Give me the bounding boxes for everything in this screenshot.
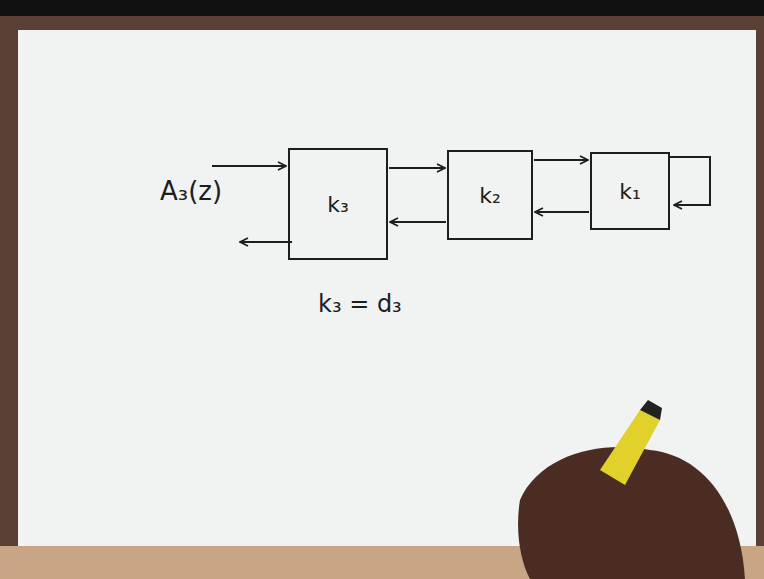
signal-arrow: [389, 167, 445, 169]
signal-arrow: [390, 221, 446, 223]
equation-note: k₃ = d₃: [318, 290, 402, 318]
stage-label: k₁: [619, 179, 641, 204]
lattice-stage-box: k₁: [590, 152, 670, 230]
signal-arrow: [534, 159, 588, 161]
hand-with-marker: [518, 400, 745, 579]
output-arrow: [240, 241, 292, 243]
lattice-stage-box: k₃: [288, 148, 388, 260]
loop-arrow: [670, 157, 710, 205]
signal-arrow: [535, 211, 589, 213]
transfer-function-label: A₃(z): [160, 176, 222, 206]
stage-label: k₃: [327, 192, 349, 217]
frame-edge: [0, 0, 764, 16]
input-arrow: [212, 165, 286, 167]
stage-label: k₂: [479, 183, 501, 208]
lattice-stage-box: k₂: [447, 150, 533, 240]
